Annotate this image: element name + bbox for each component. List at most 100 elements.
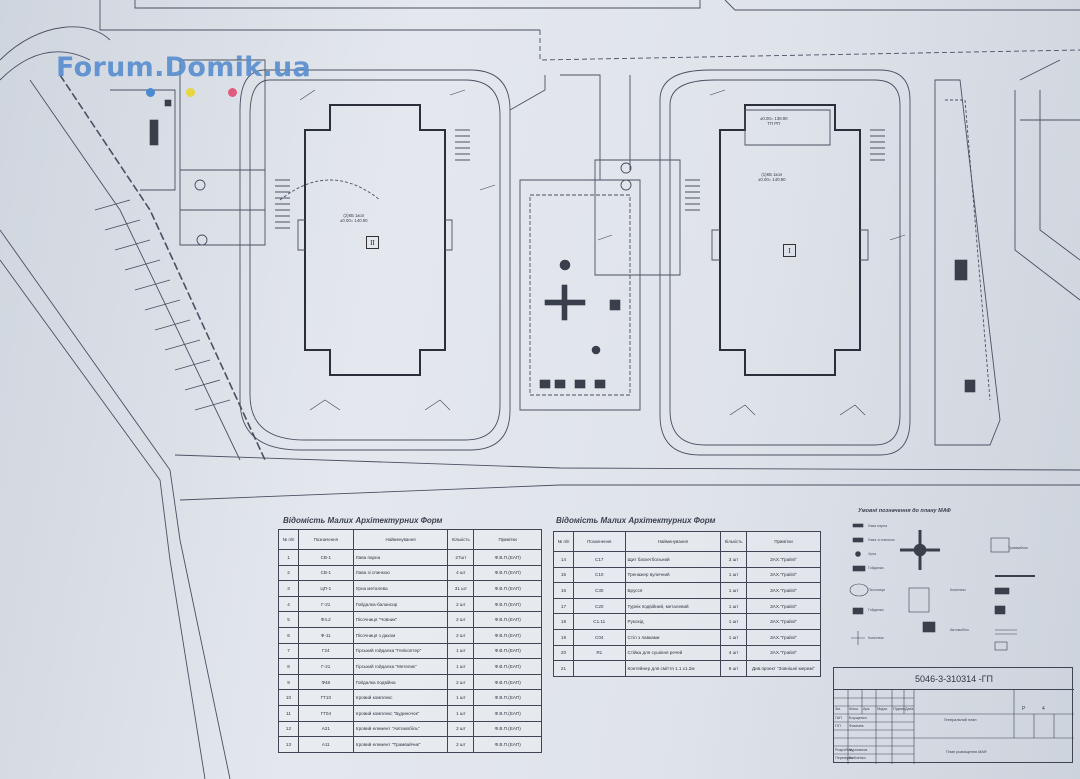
car-icon [922, 621, 936, 633]
watermark-dot-pink [228, 88, 237, 97]
title-block-role: Перевірив [835, 756, 854, 760]
table-cell: Ігровий комплекс "Будиночок" [352, 704, 449, 722]
title-block-header-cell: Кільк. [849, 707, 859, 711]
building-1-number: I [783, 244, 796, 257]
building-1-label: (1)КБ 1кол ±0.00= 140.90 [758, 172, 786, 182]
table-cell: Гойдалка подвійна [352, 673, 449, 691]
table-cell [572, 660, 626, 677]
sheet-number: 4 [1042, 706, 1045, 712]
table-cell: 1 шт [720, 628, 748, 646]
table-cell: 1 шт [447, 689, 475, 706]
table-cell: 31 шт [447, 580, 475, 597]
complex-house-icon [908, 587, 930, 613]
table-header: Найменування [624, 531, 722, 552]
table-cell: Ф.В.П.(ЕАП) [473, 736, 542, 753]
table-header: Кількість [720, 531, 748, 552]
table-cell: Ф.В.П.(ЕАП) [473, 580, 542, 597]
table-cell: 19 [553, 628, 574, 646]
table-cell: ЦП-1 [297, 580, 354, 597]
table-cell: С1.11 [572, 613, 626, 630]
table-cell: 13 [278, 736, 299, 753]
table-cell: Тренажер вуличний [624, 566, 722, 584]
building-2-number: II [366, 236, 379, 249]
table-cell: Г-21 [297, 595, 354, 613]
table-header: Кількість [447, 529, 475, 550]
legend-label: Урна [868, 552, 877, 556]
table-cell: 6 [278, 626, 299, 644]
table-cell: Турнік подвійний, металевий [624, 597, 722, 615]
title-block-role: ГАП [835, 716, 843, 720]
table-cell: Ф.В.П.(ЕАП) [473, 673, 542, 691]
table-cell: Лава зі спинкою [352, 564, 449, 582]
table-cell: Ф.В.П.(ЕАП) [473, 564, 542, 582]
table-icon [994, 641, 1008, 651]
table-cell: 17 [553, 597, 574, 615]
table-cell: Див.проект "Зовнішні мережі" [746, 660, 821, 677]
title-block: 5046-3-310314 -ГП Зм.Кільк.Арк.№док.Підп… [833, 667, 1074, 764]
table-cell: 5 [278, 611, 299, 628]
table-cell: 20 [553, 644, 574, 662]
legend-label: Гойдалка [868, 608, 884, 612]
title-block-grid [834, 690, 1074, 764]
legend-label: Трамвайчик [1008, 546, 1028, 550]
watermark-dot-yellow [186, 88, 195, 97]
title-block-person: Бойченко [849, 756, 866, 760]
table-cell: 4 шт [447, 564, 475, 582]
table-cell: С30 [572, 582, 626, 599]
table-cell: 1 шт [720, 597, 748, 615]
legend-label: Комплекс [868, 636, 885, 640]
swing-icon [852, 565, 866, 572]
table-cell: 6 шт [720, 660, 748, 677]
forum-watermark: Forum.Domik.ua [56, 52, 312, 83]
title-block-header-cell: Підпис [893, 707, 905, 711]
watermark-dots [146, 88, 246, 98]
table-cell: 4 шт [720, 644, 748, 662]
table-cell: ГТ04 [297, 704, 354, 722]
tram-icon [990, 537, 1010, 553]
table-cell: 2 шт [447, 736, 475, 753]
table-cell: 1 [278, 549, 299, 566]
sheet-title: Генеральний план [944, 718, 977, 722]
plan-title: План розміщення МАФ [946, 750, 987, 754]
table-cell: Рукохід [624, 613, 722, 630]
title-block-header-cell: Зм. [835, 707, 841, 711]
table-1-title: Відомість Малих Архітектурних Форм [283, 516, 443, 525]
legend-label: Пісочниця [868, 588, 886, 592]
title-block-header-cell: Дата [905, 707, 914, 711]
title-block-role: Розробив [835, 748, 852, 752]
table-header: Позначення [572, 531, 626, 552]
legend-label: Автомобіль [950, 628, 970, 632]
table-cell: Ф.В.П.(ЕАП) [473, 689, 542, 706]
table-cell: 12 [278, 720, 299, 738]
table-header: Найменування [352, 529, 449, 550]
table-cell: 1 шт [720, 613, 748, 630]
horizontal-bar-icon [995, 629, 1017, 635]
table-cell: Ф48 [297, 673, 354, 691]
watermark-dot-blue [146, 88, 155, 97]
table-cell: 2 шт [447, 595, 475, 613]
table-cell: Ф4.2 [297, 611, 354, 628]
table-cell: Г24 [297, 642, 354, 660]
title-block-person: Чуриганов [849, 748, 868, 752]
table-cell: Г-21 [297, 658, 354, 675]
table-cell: С04 [572, 628, 626, 646]
table-cell: Ф.В.П.(ЕАП) [473, 626, 542, 644]
complex-center-icon [913, 543, 927, 557]
table-cell: ЗАХ."Грайлі" [746, 628, 821, 646]
table-cell: ЗАХ."Грайлі" [746, 597, 821, 615]
table-cell: СВ-1 [297, 564, 354, 582]
bars-icon [994, 605, 1006, 615]
sandbox-roof-icon [852, 607, 864, 615]
table-cell: 1 шт [720, 582, 748, 599]
bench-back-icon [852, 537, 864, 543]
